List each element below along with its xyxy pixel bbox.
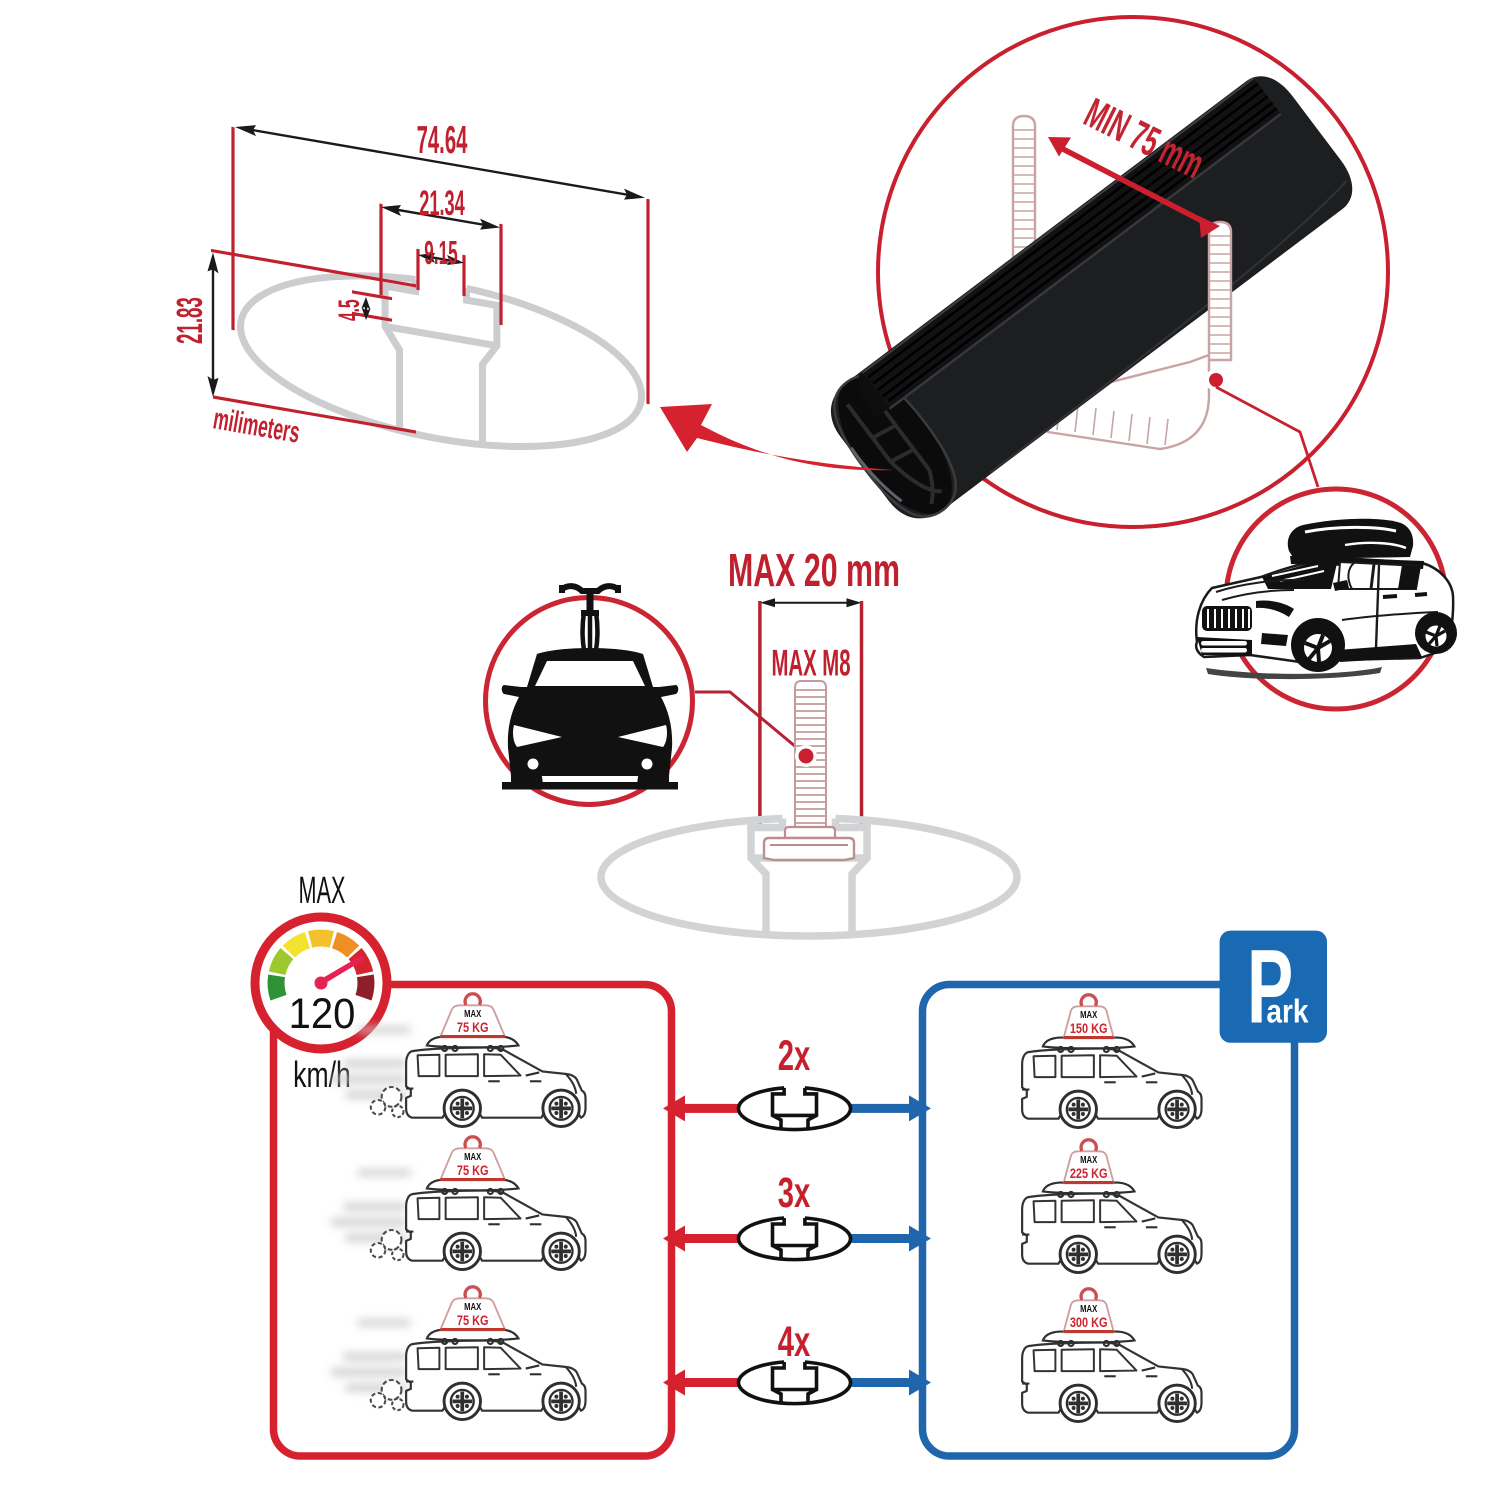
svg-text:74.64: 74.64: [417, 118, 468, 162]
svg-text:MAX: MAX: [1080, 1154, 1097, 1165]
svg-text:MAX: MAX: [464, 1008, 481, 1019]
svg-text:MAX: MAX: [464, 1151, 481, 1162]
svg-text:MAX 20 mm: MAX 20 mm: [728, 546, 900, 597]
svg-text:4x: 4x: [778, 1317, 811, 1365]
svg-text:225 KG: 225 KG: [1070, 1166, 1108, 1182]
svg-text:300 KG: 300 KG: [1070, 1315, 1108, 1331]
svg-text:MAX: MAX: [299, 869, 346, 912]
svg-text:P: P: [1247, 927, 1293, 1045]
svg-text:75 KG: 75 KG: [457, 1313, 489, 1329]
svg-text:21.34: 21.34: [419, 184, 465, 223]
svg-text:9.15: 9.15: [424, 234, 457, 272]
svg-text:4.5: 4.5: [333, 299, 367, 321]
svg-text:MAX: MAX: [1080, 1009, 1097, 1020]
svg-text:3x: 3x: [778, 1168, 811, 1216]
svg-text:75 KG: 75 KG: [457, 1163, 489, 1179]
svg-text:MAX: MAX: [1080, 1303, 1097, 1314]
svg-text:ark: ark: [1266, 993, 1309, 1030]
svg-text:120: 120: [289, 989, 356, 1038]
svg-text:150 KG: 150 KG: [1070, 1021, 1108, 1037]
svg-text:2x: 2x: [778, 1031, 811, 1079]
svg-text:MAX: MAX: [464, 1301, 481, 1312]
svg-text:21.83: 21.83: [171, 297, 211, 344]
svg-text:MAX M8: MAX M8: [771, 643, 850, 684]
svg-text:75 KG: 75 KG: [457, 1020, 489, 1036]
svg-text:km/h: km/h: [293, 1054, 351, 1095]
